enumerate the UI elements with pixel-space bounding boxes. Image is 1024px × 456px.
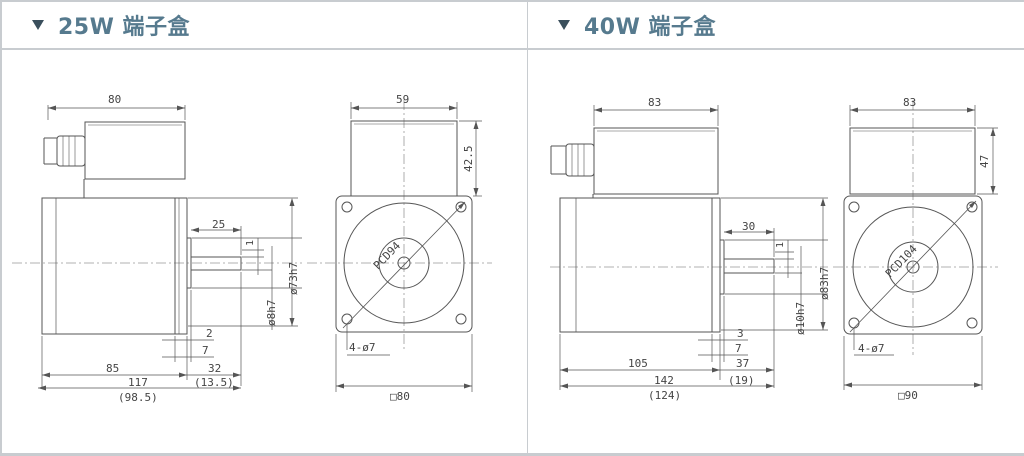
dim-shaft-offset: 7 <box>202 344 209 357</box>
panel-bottom-border <box>528 453 1024 456</box>
front-flange-square <box>843 195 983 335</box>
dim-total-length-alt: (124) <box>648 389 681 402</box>
triangle-down-icon[interactable] <box>558 20 570 30</box>
holes-label: 4-ø7 <box>349 341 376 354</box>
dim-box-height: 42.5 <box>462 146 475 173</box>
panel-top-border <box>2 0 527 2</box>
dim-box-width: 83 <box>903 96 916 109</box>
motor-body <box>559 197 713 333</box>
panel-header[interactable]: 25W 端子盒 <box>2 2 527 50</box>
dim-shaft-dia: ø10h7 <box>794 302 807 335</box>
dim-body-length: 105 <box>628 357 648 370</box>
panel-bottom-border <box>2 453 527 456</box>
dim-protrusion: 32 <box>208 362 221 375</box>
dim-protrusion-alt: (19) <box>728 374 755 387</box>
dim-shaft-length: 25 <box>212 218 225 231</box>
dim-square: □80 <box>390 390 410 403</box>
dim-top-width: 80 <box>108 93 121 106</box>
triangle-down-icon[interactable] <box>32 20 44 30</box>
dim-flange-dia: ø73h7 <box>287 262 300 295</box>
dim-flange-thk: 3 <box>737 327 744 340</box>
dim-total-length-alt: (98.5) <box>118 391 158 404</box>
dim-shaft-offset: 7 <box>735 342 742 355</box>
terminal-box <box>593 127 719 195</box>
front-view <box>833 100 998 390</box>
dim-square: □90 <box>898 389 918 402</box>
side-view <box>12 105 302 391</box>
dim-total-length: 142 <box>654 374 674 387</box>
dim-shaft-length: 30 <box>742 220 755 233</box>
panel-header[interactable]: 40W 端子盒 <box>528 2 1024 50</box>
panel-40w: 40W 端子盒 <box>527 0 1024 456</box>
dim-flange-dia: ø83h7 <box>818 267 831 300</box>
drawing-40w: 83 30 1 ø83h7 ø10h7 3 7 105 37 (19) 142 … <box>550 96 998 402</box>
panel-title: 40W 端子盒 <box>584 15 717 40</box>
dim-body-length: 85 <box>106 362 119 375</box>
pilot-circle <box>852 206 974 328</box>
panel-top-border <box>528 0 1024 2</box>
drawing-25w: 80 25 1 ø73h7 ø8h7 2 7 85 32 (13.5) 117 … <box>12 93 492 404</box>
cable-gland <box>565 143 595 177</box>
motor-body <box>41 197 176 335</box>
dim-shaft-dia: ø8h7 <box>265 300 278 327</box>
panel-title: 25W 端子盒 <box>58 15 191 40</box>
flange <box>711 197 721 333</box>
holes-label: 4-ø7 <box>858 342 885 355</box>
dim-box-height: 47 <box>978 155 991 168</box>
flange <box>174 197 188 335</box>
dim-flange-thk: 2 <box>206 327 213 340</box>
dim-total-length: 117 <box>128 376 148 389</box>
front-flange-square <box>335 195 473 333</box>
pilot-circle <box>343 202 465 324</box>
panel-25w: 25W 端子盒 <box>0 0 528 456</box>
front-view <box>307 100 492 392</box>
dim-top-width: 83 <box>648 96 661 109</box>
dim-step: 1 <box>775 242 786 248</box>
dim-protrusion-alt: (13.5) <box>194 376 234 389</box>
dim-step: 1 <box>245 240 256 246</box>
dim-box-width: 59 <box>396 93 409 106</box>
front-terminal-box <box>849 127 976 195</box>
dim-protrusion: 37 <box>736 357 749 370</box>
cable-gland <box>56 135 86 167</box>
shaft <box>723 258 775 274</box>
terminal-box <box>84 121 186 180</box>
side-view <box>550 105 828 390</box>
shaft <box>190 256 242 271</box>
